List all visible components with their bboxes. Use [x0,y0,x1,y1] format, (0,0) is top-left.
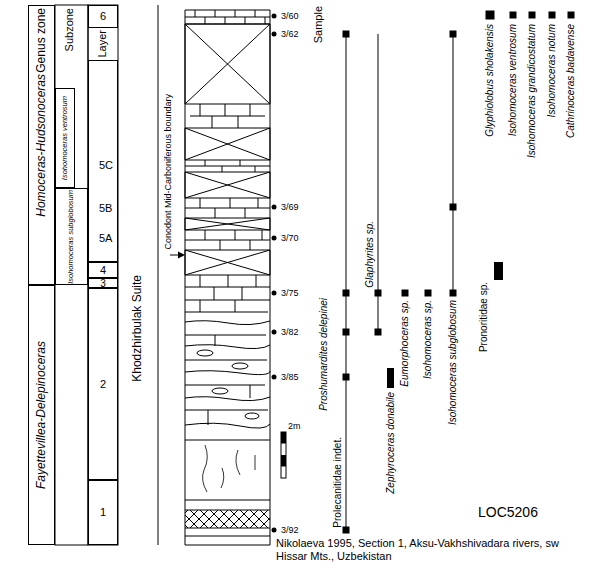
layer-number: 1 [100,506,106,518]
taxon-name: Eumorphoceras sp. [399,300,411,387]
layer-cell: 4 [88,262,118,278]
boundary-note: Conodont Mid-Carboniferous boundary [163,94,173,250]
suite-name: Khodzhirbulak Suite [131,275,145,382]
covered-interval [185,24,270,275]
sample-number: 3/62 [281,29,299,39]
layer-number: 6 [100,10,106,22]
sample-number: 3/75 [281,288,299,298]
nodule [197,350,259,419]
zone-name: Homoceras-Hudsonoceras [35,74,48,217]
bedded-limestone [185,300,270,440]
column-header: Sample [312,6,325,43]
taxon-name: Isohomoceras grandicostatum [526,24,538,158]
layer-number: 5C [99,159,113,171]
sample-number: 3/82 [281,327,299,337]
taxon-name: Cathrinoceras badavense [565,24,577,138]
scale-bar-fill [281,432,286,467]
layer-number: 4 [100,264,106,276]
sample-number: 3/69 [281,202,299,212]
locality-code: LOC5206 [478,504,538,520]
taxon-name: Glyphiolobus sholakensis [484,24,496,137]
taxon-name: Isohomoceras subglobosum [447,300,459,425]
limestone-bed [185,104,270,300]
subzone-column [55,5,88,545]
hatch [185,510,270,528]
sample-dot [272,291,277,296]
layer-number: 5B [99,202,112,214]
column-header: Layer [96,30,109,58]
zone-name: Isohomoceras subglobosum [67,190,75,284]
sample-dot [272,528,277,533]
taxon-name: Isohomoceras ventrosum [507,24,519,136]
taxon-name: Proshumardites delepinei [318,298,330,411]
column-header: Genus zone [35,8,49,73]
zone-name: Fayettevillea-Delepinoceras [35,341,48,489]
sample-dot [272,375,277,380]
sample-dot [272,32,277,37]
layer-number: 3 [100,278,106,289]
layer-cell: 5C 5B 5A [88,60,118,262]
arrow-head [178,252,185,259]
sample-dot [272,236,277,241]
caption: Nikolaeva 1995, Section 1, Aksu-Vakhshiv… [276,537,576,563]
occurrence-mark [343,11,575,534]
taxon-name: Prolecanitidae indet. [332,437,344,528]
sample-dot [272,205,277,210]
subzone-cell: Isohomoceras ventrosum [55,88,75,188]
taxon-name: Isohomoceras sp. [422,300,434,379]
taxon-name: Zephyroceras donabile [385,392,397,494]
taxon-name: Pronoritidae sp. [478,282,490,352]
limestone-bed [185,10,270,24]
genus-zone-cell: Fayettevillea-Delepinoceras [28,285,55,545]
sample-number: 3/85 [281,372,299,382]
column-outline [185,10,270,545]
sample-number: 3/60 [281,11,299,21]
column-header: Subzone [63,8,76,51]
sample-dot [272,330,277,335]
layer-column [88,5,118,545]
sample-dot [272,14,277,19]
layer-number: 2 [100,378,106,390]
taxon-name: Isohomoceras notum [546,24,558,117]
sample-number: 3/70 [281,233,299,243]
sample-number: 3/92 [281,525,299,535]
layer-cell: 3 [88,278,118,288]
zone-name: Isohomoceras ventrosum [61,96,69,180]
crack-line [203,445,255,492]
layer-cell: 2 [88,288,118,480]
subzone-cell: Isohomoceras subglobosum [55,188,88,285]
layer-cell: 1 [88,480,118,545]
layer-cell: 6 [88,5,118,28]
scale-label: 2m [288,421,301,431]
suite-line [158,5,159,545]
scale-bar [281,432,286,478]
range-line [346,34,453,530]
layer-number: 5A [99,232,112,244]
taxon-name: Glaphyrites sp. [364,221,376,288]
